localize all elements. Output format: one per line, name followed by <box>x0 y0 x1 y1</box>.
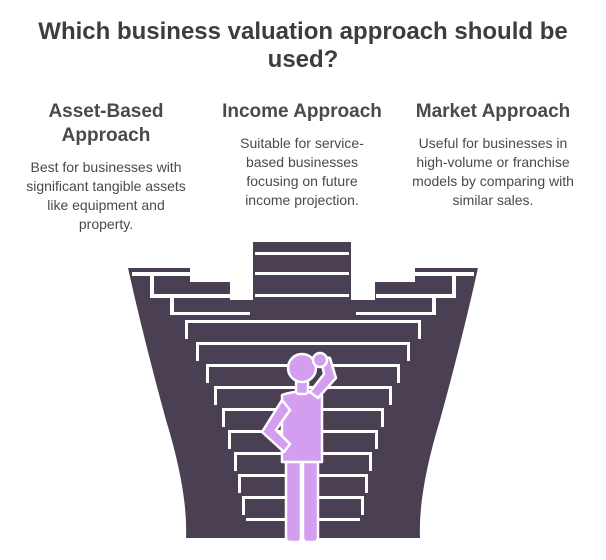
approach-title: Asset-Based Approach <box>48 101 164 146</box>
person-thinking-icon <box>260 351 338 544</box>
approach-description: Suitable for service-based businesses fo… <box>240 135 364 208</box>
approach-asset-based: Asset-Based Approach Best for businesses… <box>11 100 201 234</box>
approach-title: Market Approach <box>415 101 571 122</box>
approach-description: Best for businesses with significant tan… <box>26 159 186 232</box>
approach-description: Useful for businesses in high-volume or … <box>412 135 574 208</box>
approach-income: Income Approach Suitable for service-bas… <box>207 100 397 210</box>
approach-market: Market Approach Useful for businesses in… <box>398 100 588 210</box>
approach-title: Income Approach <box>222 101 382 122</box>
diagram-title: Which business valuation approach should… <box>38 18 568 73</box>
